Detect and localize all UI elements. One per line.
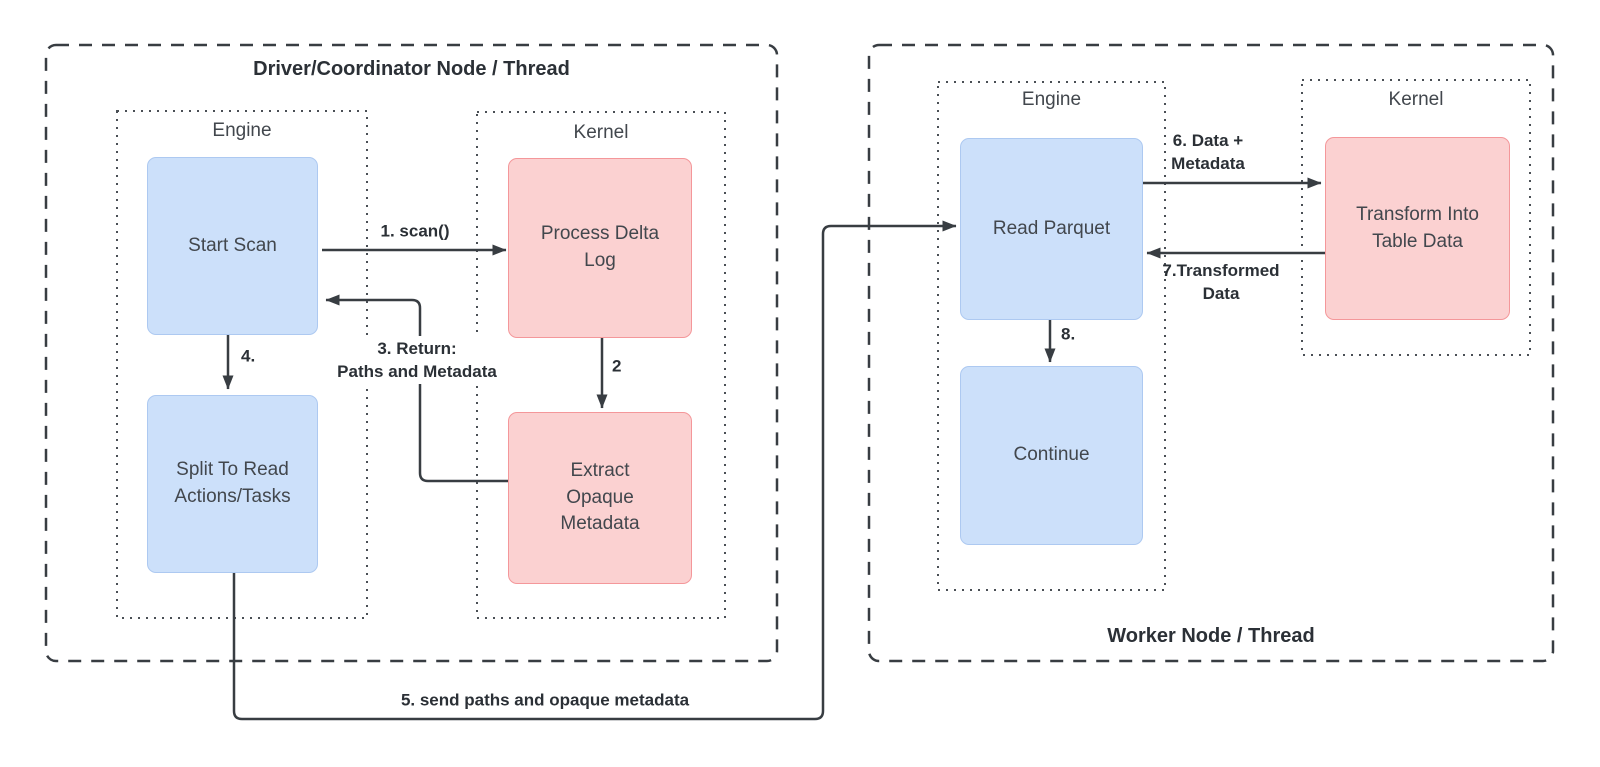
worker-engine-group-label: Engine: [1021, 89, 1082, 110]
driver-engine-group-border: [116, 110, 368, 619]
edge-7-label: 7.Transformed Data: [1162, 261, 1280, 303]
driver-engine-group-label: Engine: [212, 120, 272, 141]
worker-kernel-group-label: Kernel: [1388, 89, 1444, 110]
edge-3-label: 3. Return: Paths and Metadata: [334, 336, 500, 384]
worker-engine-group-border: [937, 81, 1166, 591]
edge-5-send-paths-arrow: [232, 220, 957, 721]
node-process-delta-log: Process Delta Log: [508, 158, 692, 338]
edge-4-label: 4.: [241, 346, 256, 366]
driver-container-border: [44, 43, 779, 663]
edge-2-label: 2: [612, 356, 622, 376]
driver-container-title: Driver/Coordinator Node / Thread: [253, 58, 570, 80]
node-split-to-read-actions-tasks: Split To Read Actions/Tasks: [147, 395, 318, 573]
worker-container-title: Worker Node / Thread: [1107, 625, 1315, 647]
edge-3-return-arrow: [325, 294, 508, 483]
edge-5-label: 5. send paths and opaque metadata: [400, 690, 690, 710]
worker-container-border: [867, 43, 1555, 663]
edge-1-label: 1. scan(): [380, 221, 450, 241]
node-start-scan: Start Scan: [147, 157, 318, 335]
node-transform-into-table-data: Transform Into Table Data: [1325, 137, 1510, 320]
node-read-parquet: Read Parquet: [960, 138, 1143, 320]
edge-6-label: 6. Data + Metadata: [1171, 131, 1245, 173]
node-continue: Continue: [960, 366, 1143, 545]
driver-kernel-group-label: Kernel: [573, 122, 629, 143]
worker-kernel-group-border: [1301, 79, 1531, 356]
node-extract-opaque-metadata: Extract Opaque Metadata: [508, 412, 692, 584]
edge-8-label: 8.: [1061, 324, 1076, 344]
